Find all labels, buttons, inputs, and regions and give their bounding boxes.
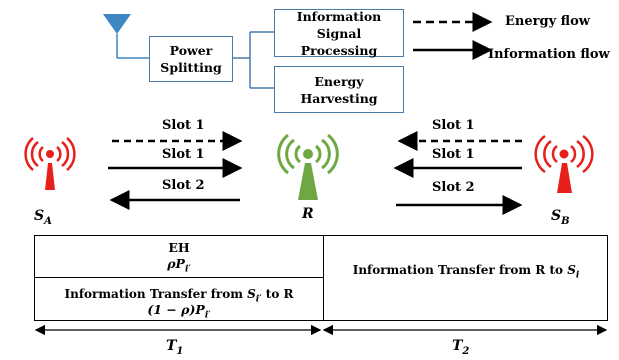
- table-divider-horizontal: [35, 277, 323, 278]
- splitter-connections: [232, 31, 274, 89]
- energy-harvesting-label: Energy Harvesting: [300, 73, 378, 106]
- left-energy-slot-label: Slot 1: [162, 118, 205, 133]
- energy-harvesting-box: Energy Harvesting: [274, 66, 404, 113]
- right-energy-slot-label: Slot 1: [432, 118, 475, 133]
- info-transfer-to-r-power: (1 − ρ)Pi′: [147, 302, 211, 321]
- source-a-tower-icon: [24, 137, 76, 190]
- eh-cell-title: EH: [168, 240, 190, 255]
- info-processing-label: Information Signal Processing: [296, 8, 382, 58]
- time-slot-table: EH ρPi′ Information Transfer from Si′ to…: [34, 235, 608, 321]
- antenna-icon: [103, 14, 150, 59]
- left-info-slot-label: Slot 1: [162, 147, 205, 162]
- power-splitting-box: Power Splitting: [149, 36, 233, 82]
- right-return-slot-label: Slot 2: [432, 180, 475, 195]
- left-return-slot-label: Slot 2: [162, 178, 205, 193]
- info-transfer-to-r-cell: Information Transfer from Si′ to R: [64, 287, 294, 305]
- t1-label: T1: [166, 338, 184, 357]
- eh-cell-power: ρPi′: [167, 256, 191, 275]
- power-splitting-label: Power Splitting: [160, 43, 222, 75]
- energy-flow-legend-label: Energy flow: [505, 14, 590, 29]
- source-a-label: SA: [34, 208, 52, 227]
- info-processing-box: Information Signal Processing: [274, 8, 404, 58]
- source-b-label: SB: [551, 208, 570, 227]
- right-info-slot-label: Slot 1: [432, 147, 475, 162]
- source-b-tower-icon: [534, 134, 594, 193]
- table-divider-vertical: [323, 236, 324, 320]
- relay-tower-icon: [277, 133, 339, 200]
- information-flow-legend-label: Information flow: [488, 47, 610, 62]
- info-transfer-from-r-cell: Information Transfer from R to Si: [352, 263, 580, 281]
- relay-label: R: [302, 206, 314, 222]
- t2-label: T2: [452, 338, 470, 357]
